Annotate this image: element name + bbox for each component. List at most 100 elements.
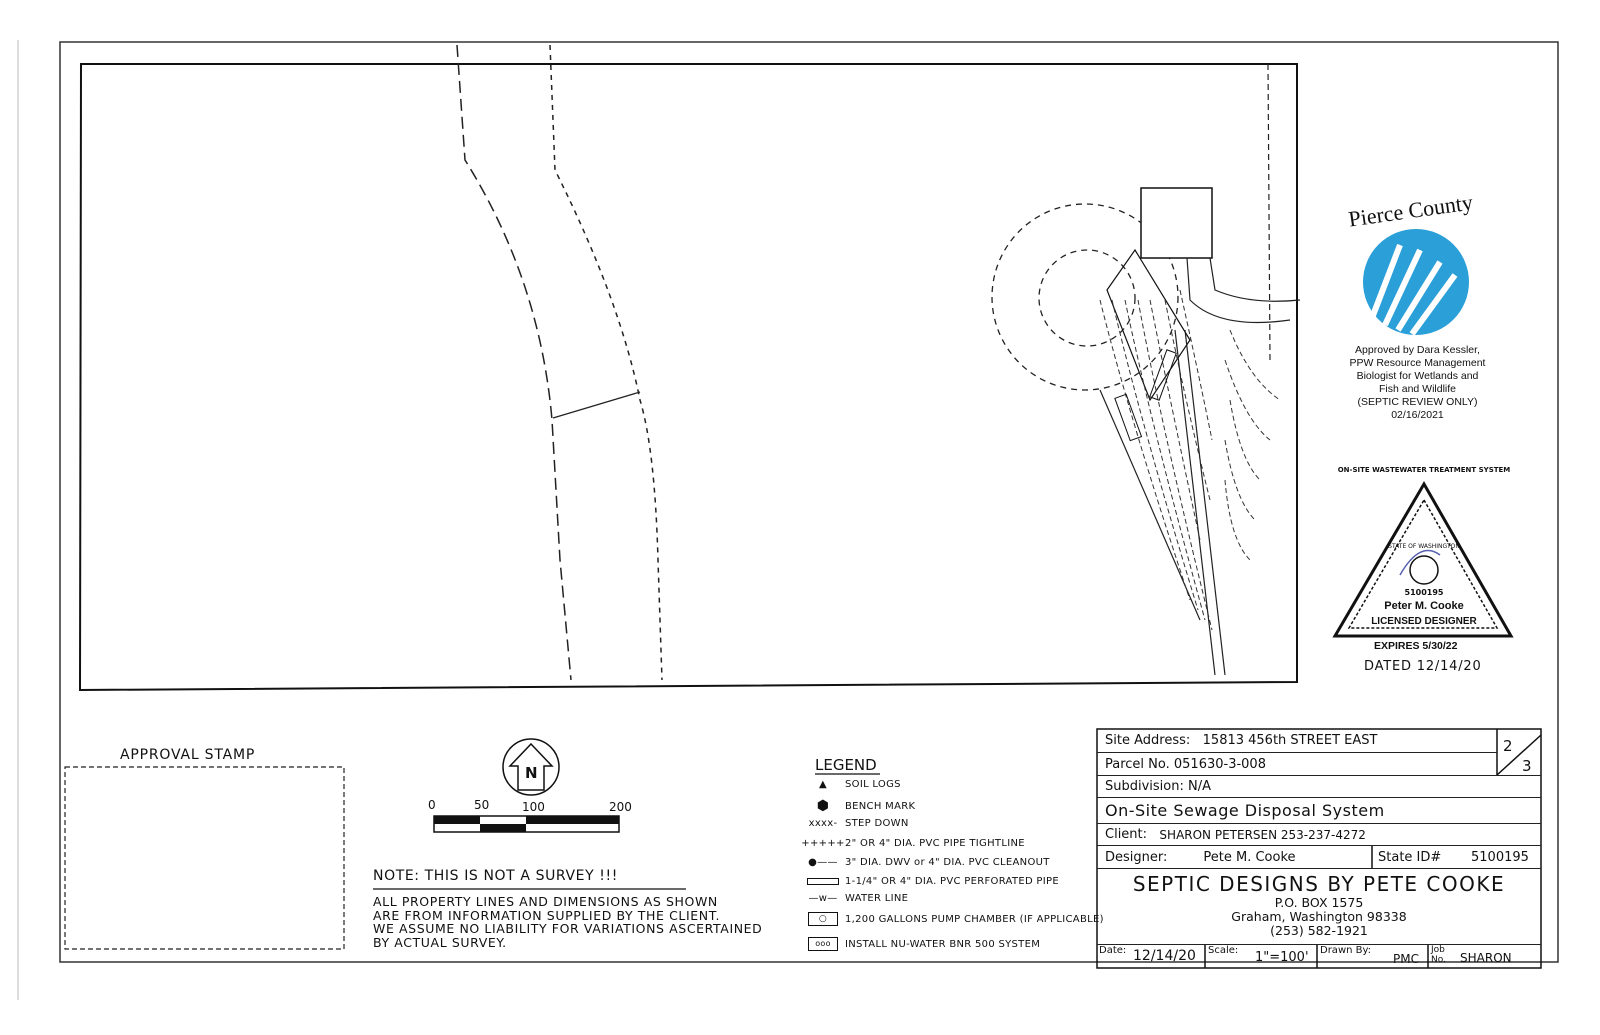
system-row: On-Site Sewage Disposal System <box>1097 797 1541 823</box>
scale-bar-graphic <box>433 815 620 833</box>
legend-item: ○ 1,200 GALLONS PUMP CHAMBER (IF APPLICAB… <box>805 912 1104 926</box>
approval-line: Fish and Wildlife <box>1378 383 1457 395</box>
legend-item: ooo INSTALL NU-WATER BNR 500 SYSTEM <box>805 937 1040 951</box>
approval-line: (SEPTIC REVIEW ONLY) <box>1357 396 1478 408</box>
legend-label: 1,200 GALLONS PUMP CHAMBER (IF APPLICABL… <box>845 913 1104 925</box>
company-block: SEPTIC DESIGNS BY PETE COOKE P.O. BOX 15… <box>1097 868 1541 944</box>
designer-value: Pete M. Cooke <box>1203 849 1296 865</box>
state-id-label: State ID# <box>1378 850 1442 865</box>
note-line: ARE FROM INFORMATION SUPPLIED BY THE CLI… <box>373 907 721 923</box>
legend-label: 3" DIA. DWV or 4" DIA. PVC CLEANOUT <box>845 857 1050 868</box>
company-name: SEPTIC DESIGNS BY PETE COOKE <box>1132 872 1506 896</box>
scale-tick: 0 <box>428 798 436 812</box>
legend-label: WATER LINE <box>845 893 909 904</box>
approval-line: PPW Resource Management <box>1349 357 1486 369</box>
title-block-frame <box>1096 728 1542 969</box>
approval-line: Biologist for Wetlands and <box>1356 370 1479 382</box>
legend-item: ▲SOIL LOGS <box>805 779 901 790</box>
date-value: 12/14/20 <box>1133 948 1196 964</box>
state-id-value: 5100195 <box>1471 850 1529 865</box>
legend-item: —w— WATER LINE <box>805 893 908 904</box>
buffer-line <box>552 391 641 419</box>
client-row: Client: SHARON PETERSEN 253-237-4272 <box>1097 823 1541 845</box>
easement-line <box>1267 63 1271 361</box>
parcel-row: Parcel No. 051630-3-008 <box>1097 752 1497 775</box>
sheet-number: 2 <box>1503 737 1513 755</box>
legend-label: BENCH MARK <box>845 800 916 812</box>
sheets-total: 3 <box>1522 757 1532 775</box>
county-approval-text: Approved by Dara Kessler, PPW Resource M… <box>1340 344 1495 422</box>
driveway-edge <box>1186 257 1291 324</box>
designer-label: Designer: <box>1105 849 1168 865</box>
drainfield-area <box>1106 248 1191 402</box>
approval-stamp-box <box>64 766 345 950</box>
system-type: On-Site Sewage Disposal System <box>1105 801 1385 820</box>
legend-item: ●—— 3" DIA. DWV or 4" DIA. PVC CLEANOUT <box>805 857 1050 868</box>
cleanout-icon: ●—— <box>808 857 838 868</box>
note-line: WE ASSUME NO LIABILITY FOR VARIATIONS AS… <box>373 921 763 936</box>
drawn-by-value: PMC <box>1393 952 1419 966</box>
site-line <box>1184 329 1226 676</box>
company-po-box: P.O. BOX 1575 <box>1274 895 1364 910</box>
site-address-label: Site Address: <box>1105 733 1191 748</box>
pierce-county-logo <box>1363 229 1469 336</box>
drawn-by-label: Drawn By: <box>1320 945 1372 956</box>
residence <box>1140 187 1213 259</box>
pump-chamber-icon: ○ <box>805 912 841 926</box>
site-line <box>1174 329 1216 676</box>
river-bank-east <box>549 44 663 681</box>
triangle-icon: ▲ <box>819 779 827 790</box>
well-radius-outer <box>991 203 1179 391</box>
well-radius-inner <box>1038 249 1136 347</box>
water-line-icon: —w— <box>808 893 838 904</box>
date-label: Date: <box>1099 945 1127 956</box>
perforated-pipe <box>1114 393 1143 442</box>
scale-tick: 50 <box>474 798 490 812</box>
company-city: Graham, Washington 98338 <box>1231 909 1407 924</box>
seal-name: Peter M. Cooke <box>1384 600 1464 612</box>
scale-tick: 200 <box>609 800 632 814</box>
perforated-pipe-icon <box>805 878 841 885</box>
company-phone: (253) 582-1921 <box>1270 923 1368 938</box>
footer-row <box>1097 944 1541 968</box>
legend-item: xxxx-STEP DOWN <box>805 818 909 829</box>
north-arrow-icon <box>502 738 560 796</box>
note-title: NOTE: THIS IS NOT A SURVEY !!! <box>373 868 618 884</box>
site-line <box>1099 389 1201 621</box>
hexagon-icon: ⬢ <box>816 798 830 814</box>
legend-item: +++++2" OR 4" DIA. PVC PIPE TIGHTLINE <box>801 838 1025 849</box>
river-bank-west <box>456 44 572 681</box>
driveway-edge <box>1209 257 1301 302</box>
legend-label: 2" OR 4" DIA. PVC PIPE TIGHTLINE <box>845 838 1025 849</box>
client-label: Client: <box>1105 827 1148 842</box>
seal-state: STATE OF WASHINGTON <box>1388 543 1460 550</box>
nu-water-system-icon: ooo <box>805 937 841 951</box>
tightline-icon: +++++ <box>801 838 845 849</box>
legend-label: INSTALL NU-WATER BNR 500 SYSTEM <box>845 938 1041 950</box>
seal-dated: DATED 12/14/20 <box>1364 659 1482 674</box>
subdivision: Subdivision: N/A <box>1105 779 1211 794</box>
title-block-rule <box>1372 845 1541 846</box>
seal-title: LICENSED DESIGNER <box>1371 616 1477 627</box>
approval-stamp-label: APPROVAL STAMP <box>120 747 256 763</box>
subdivision-row: Subdivision: N/A <box>1097 775 1541 797</box>
seal-number: 5100195 <box>1404 588 1444 597</box>
sheet-border <box>59 41 1559 963</box>
client-value: SHARON PETERSEN 253-237-4272 <box>1159 827 1366 842</box>
legend-label: 1-1/4" OR 4" DIA. PVC PERFORATED PIPE <box>845 876 1059 887</box>
seal-ring-text: ON-SITE WASTEWATER TREATMENT SYSTEM <box>1337 466 1511 474</box>
north-label: N <box>525 764 538 782</box>
approval-line: Approved by Dara Kessler, <box>1355 344 1480 356</box>
site-address-row: Site Address: 15813 456th STREET EAST <box>1097 729 1497 752</box>
note-body: ALL PROPERTY LINES AND DIMENSIONS AS SHO… <box>373 895 762 949</box>
job-label: Job No. <box>1431 945 1446 965</box>
parcel-number: Parcel No. 051630-3-008 <box>1105 756 1266 772</box>
approval-line: 02/16/2021 <box>1391 409 1444 421</box>
seal-expires: EXPIRES 5/30/22 <box>1374 640 1458 652</box>
job-value: SHARON <box>1460 951 1512 965</box>
site-address-value: 15813 456th STREET EAST <box>1202 733 1378 748</box>
legend-item: ⬢ BENCH MARK <box>805 798 915 814</box>
legend-title: LEGEND <box>815 756 877 774</box>
perforated-pipe <box>1149 349 1177 401</box>
scale-tick: 100 <box>522 800 545 814</box>
